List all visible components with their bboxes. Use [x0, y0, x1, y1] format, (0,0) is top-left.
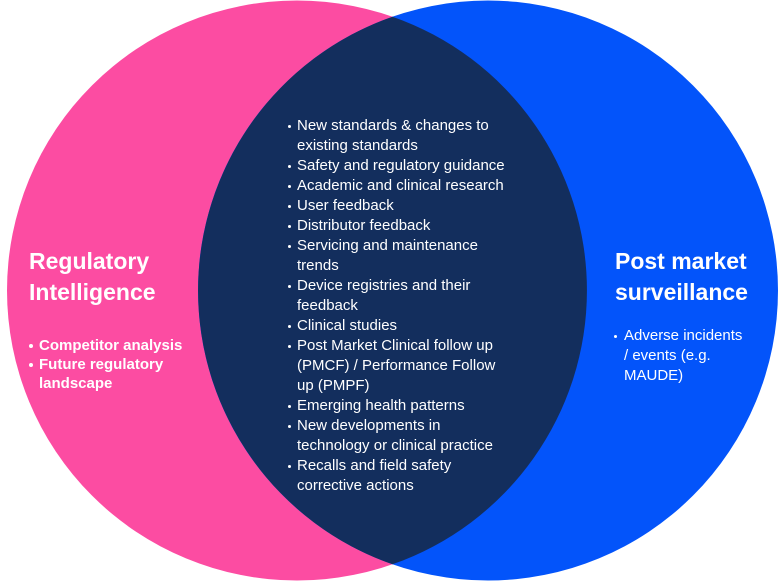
- bullet-icon: [288, 165, 291, 168]
- list-item-label: Future regulatory landscape: [39, 356, 164, 392]
- list-item-label: Post Market Clinical follow up (PMCF) / …: [297, 337, 496, 394]
- list-item-label: Distributor feedback: [297, 217, 431, 234]
- list-item: Academic and clinical research: [288, 176, 513, 196]
- list-item: Device registries and their feedback: [288, 276, 513, 316]
- list-item: Adverse incidents / events (e.g. MAUDE): [614, 326, 749, 386]
- list-item-label: Competitor analysis: [39, 337, 183, 354]
- bullet-icon: [29, 344, 33, 348]
- bullet-icon: [29, 363, 33, 367]
- right-circle-list: Adverse incidents / events (e.g. MAUDE): [614, 326, 749, 386]
- list-item: New standards & changes to existing stan…: [288, 116, 513, 156]
- bullet-icon: [288, 185, 291, 188]
- left-circle-title: Regulatory Intelligence: [29, 248, 156, 305]
- list-item: Clinical studies: [288, 316, 513, 336]
- list-item: Distributor feedback: [288, 216, 513, 236]
- bullet-icon: [288, 285, 291, 288]
- list-item: User feedback: [288, 196, 513, 216]
- list-item: Future regulatory landscape: [29, 355, 184, 393]
- bullet-icon: [288, 345, 291, 348]
- bullet-icon: [288, 205, 291, 208]
- list-item-label: Clinical studies: [297, 317, 398, 334]
- list-item-label: Recalls and field safety corrective acti…: [297, 457, 452, 494]
- list-item-label: Safety and regulatory guidance: [297, 157, 505, 174]
- left-circle-list: Competitor analysis Future regulatory la…: [29, 336, 184, 393]
- list-item-label: New developments in technology or clinic…: [297, 417, 493, 454]
- bullet-icon: [288, 125, 291, 128]
- list-item: Safety and regulatory guidance: [288, 156, 513, 176]
- intersection-list: New standards & changes to existing stan…: [288, 116, 513, 496]
- right-circle-title: Post market surveillance: [615, 248, 748, 305]
- list-item: Post Market Clinical follow up (PMCF) / …: [288, 336, 513, 396]
- bullet-icon: [288, 405, 291, 408]
- list-item-label: Academic and clinical research: [297, 177, 504, 194]
- list-item-label: New standards & changes to existing stan…: [297, 117, 489, 154]
- list-item-label: Emerging health patterns: [297, 397, 465, 414]
- list-item: Servicing and maintenance trends: [288, 236, 513, 276]
- list-item: Competitor analysis: [29, 336, 184, 355]
- bullet-icon: [288, 325, 291, 328]
- list-item: Recalls and field safety corrective acti…: [288, 456, 513, 496]
- list-item: New developments in technology or clinic…: [288, 416, 513, 456]
- bullet-icon: [288, 465, 291, 468]
- bullet-icon: [614, 335, 617, 338]
- list-item-label: Adverse incidents / events (e.g. MAUDE): [624, 327, 743, 384]
- list-item-label: User feedback: [297, 197, 394, 214]
- intersection-region: [198, 16, 587, 565]
- bullet-icon: [288, 225, 291, 228]
- list-item-label: Servicing and maintenance trends: [297, 237, 478, 274]
- list-item: Emerging health patterns: [288, 396, 513, 416]
- bullet-icon: [288, 425, 291, 428]
- bullet-icon: [288, 245, 291, 248]
- list-item-label: Device registries and their feedback: [297, 277, 471, 314]
